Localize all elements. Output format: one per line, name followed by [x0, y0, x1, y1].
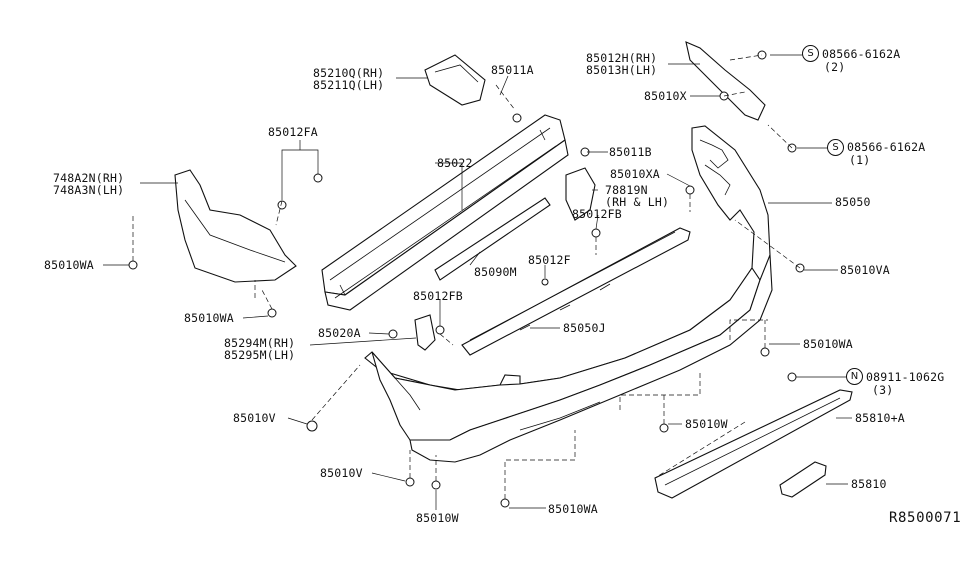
leader-lines: [103, 54, 852, 510]
label-85010va: 85010VA: [840, 263, 890, 277]
splash-shield: [174, 169, 297, 283]
label-85090m: 85090M: [474, 265, 517, 279]
alignment-lines: [132, 54, 801, 499]
upper-side-bracket: [685, 41, 766, 121]
label-85010wa-right: 85010WA: [803, 337, 853, 351]
label-748a3n: 748A3N(LH): [53, 183, 125, 197]
label-85011a: 85011A: [491, 63, 534, 77]
label-85010wa-left-lower: 85010WA: [184, 311, 234, 325]
label-85295m: 85295M(LH): [224, 348, 296, 362]
lower-diffuser: [654, 389, 853, 499]
label-08566-6162a-upper: 08566-6162A: [822, 47, 901, 61]
label-85294m: 85294M(RH): [224, 336, 296, 350]
label-08911-1062g: 08911-1062G: [866, 370, 945, 384]
label-85010x: 85010X: [644, 89, 687, 103]
label-85810: 85810: [851, 477, 887, 491]
label-85012h: 85012H(RH): [586, 51, 658, 65]
screw-symbol-s-upper: S: [802, 45, 819, 62]
label-85810a: 85810+A: [855, 411, 905, 425]
label-85010wa-bottom: 85010WA: [548, 502, 598, 516]
label-748a2n: 748A2N(RH): [53, 171, 125, 185]
label-85012f: 85012F: [528, 253, 571, 267]
bumper-reinforcement: [321, 114, 569, 311]
label-85012fb-middle: 85012FB: [413, 289, 463, 303]
label-85011b: 85011B: [609, 145, 652, 159]
label-85010v-lower: 85010V: [320, 466, 363, 480]
label-85010w-lower: 85010W: [416, 511, 459, 525]
label-08566-6162a-lower: 08566-6162A: [847, 140, 926, 154]
side-bracket-78819n: [565, 167, 596, 221]
label-85013h: 85013H(LH): [586, 63, 658, 77]
label-85020a: 85020A: [318, 326, 361, 340]
nut-symbol-n: N: [846, 368, 863, 385]
side-bracket: [424, 54, 486, 106]
label-85211q: 85211Q(LH): [313, 78, 385, 92]
label-qty-upper: (2): [824, 60, 846, 74]
label-85022: 85022: [437, 156, 473, 170]
label-85050: 85050: [835, 195, 871, 209]
diagram-reference-code: R8500071: [889, 510, 962, 526]
label-78819n-side: (RH & LH): [605, 195, 670, 209]
lower-retainer: [461, 227, 691, 356]
label-85010xa: 85010XA: [610, 167, 660, 181]
label-78819n: 78819N: [605, 183, 648, 197]
label-85210q: 85210Q(RH): [313, 66, 385, 80]
label-85050j: 85050J: [563, 321, 606, 335]
reflector: [779, 461, 827, 498]
bracket-85294m: [414, 314, 436, 351]
energy-absorber: [434, 197, 551, 281]
label-85012fa: 85012FA: [268, 125, 318, 139]
screw-symbol-s-lower: S: [827, 139, 844, 156]
label-85010w-middle: 85010W: [685, 417, 728, 431]
label-85010wa-left: 85010WA: [44, 258, 94, 272]
label-85010v-left: 85010V: [233, 411, 276, 425]
label-qty-lower: (1): [849, 153, 871, 167]
bumper-fascia: [364, 125, 773, 463]
label-85012fb-upper: 85012FB: [572, 207, 622, 221]
label-qty-nut: (3): [872, 383, 894, 397]
